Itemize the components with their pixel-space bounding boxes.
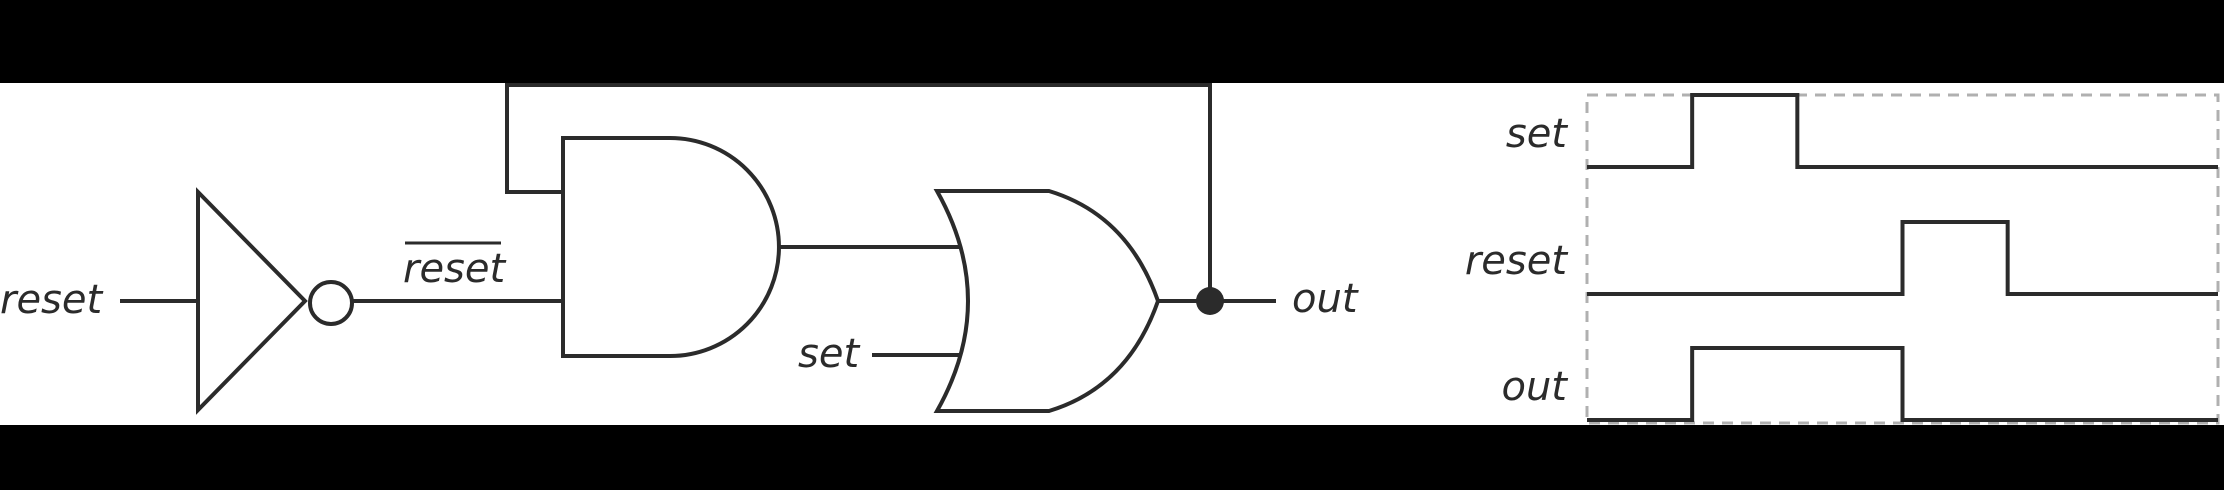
reset-input-label: reset [0, 277, 104, 323]
junction-dot [1196, 287, 1224, 315]
feedback-wire [505, 83, 1212, 301]
set-timing-label: set [1506, 111, 1568, 157]
not-gate [196, 187, 308, 415]
reset-bar-label: reset [403, 246, 507, 292]
or-gate [933, 189, 1161, 413]
circuit: reset reset set out [0, 83, 1359, 415]
timing-frame [1585, 93, 2220, 425]
reset-waveform [1587, 220, 2218, 296]
timing-diagram: set reset out [1465, 93, 2220, 425]
reset-timing-label: reset [1465, 238, 1569, 284]
set-input-label: set [798, 331, 860, 377]
not-gate-bubble [308, 280, 354, 326]
out-waveform [1587, 346, 2218, 422]
and-gate [561, 136, 781, 358]
out-timing-label: out [1501, 364, 1568, 410]
output-label: out [1292, 276, 1359, 322]
set-waveform [1587, 93, 2218, 169]
